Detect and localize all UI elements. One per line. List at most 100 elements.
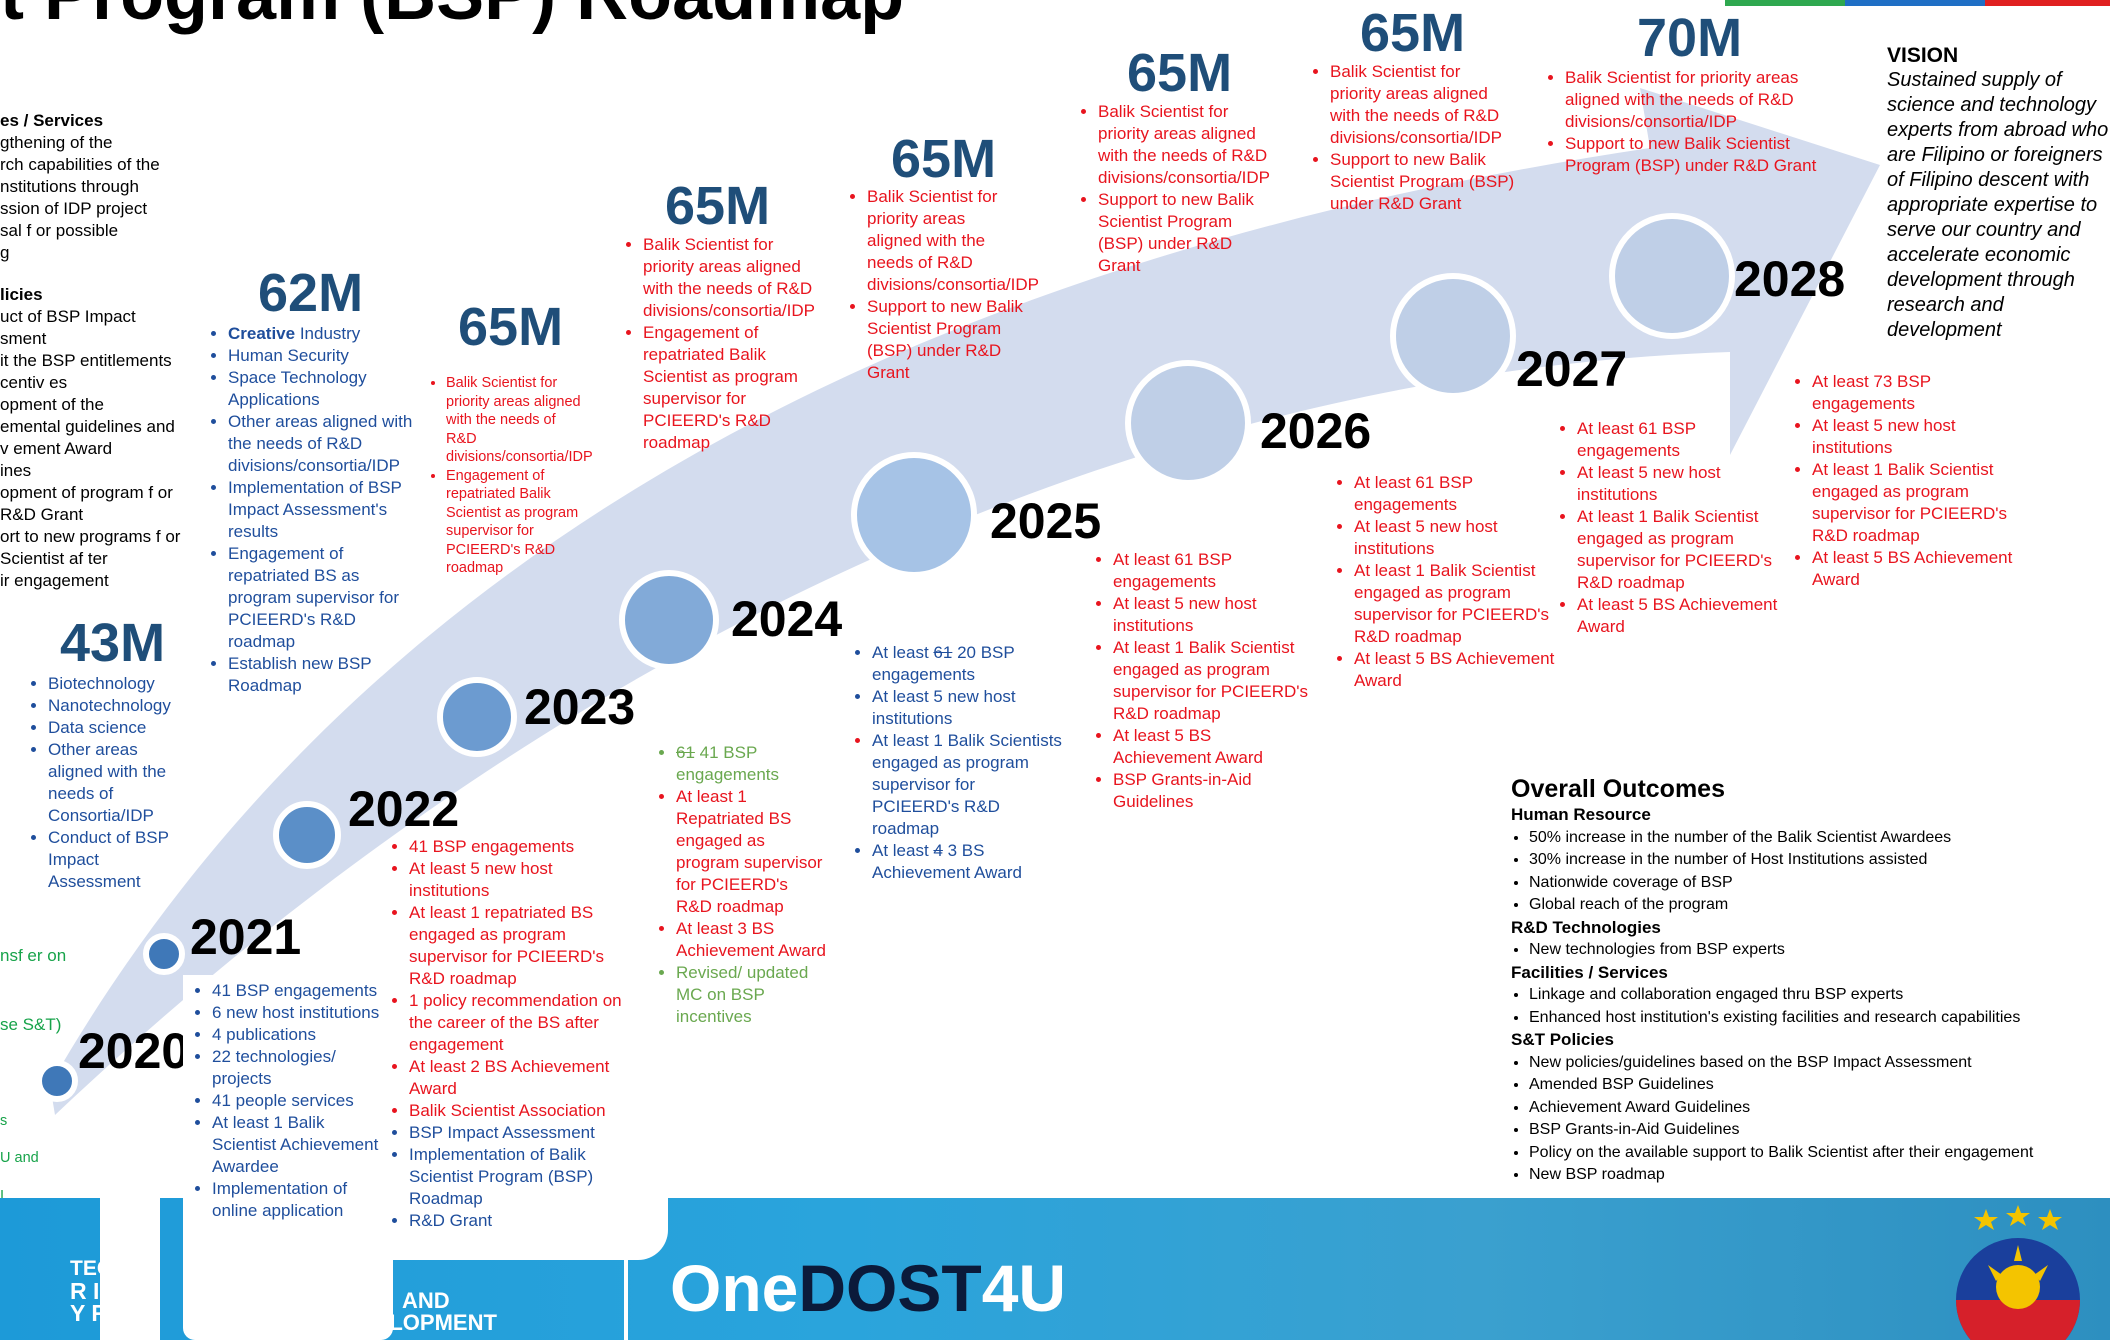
left-green-line: se S&T) (0, 1015, 62, 1034)
area-item: Establish new BSP Roadmap (228, 653, 414, 697)
left-green-line: I, (0, 1188, 9, 1204)
targets-2026: At least 61 BSP engagements At least 5 n… (1330, 472, 1560, 692)
targets-2027: At least 61 BSP engagements At least 5 n… (1553, 418, 1783, 638)
target-item: At least 1 Balik Scientist engaged as pr… (1354, 560, 1560, 648)
left-policies-lines: uct of BSP Impact sment it the BSP entit… (0, 306, 195, 592)
milestone-circle-2026 (1125, 360, 1251, 486)
area-item: Support to new Balik Scientist Program (… (1330, 149, 1516, 215)
target-item: BSP Impact Assessment (409, 1122, 635, 1144)
area-item-bold: Creative (228, 324, 296, 343)
left-green-line: s (0, 1113, 8, 1129)
outcome-item: New policies/guidelines based on the BSP… (1529, 1052, 2110, 1075)
left-green-line: U and (0, 1150, 39, 1166)
outcomes-heading: Overall Outcomes (1511, 775, 1725, 803)
target-item: Balik Scientist Association (409, 1100, 635, 1122)
budget-2021: 43M (60, 613, 166, 673)
target-item: 4 publications (212, 1024, 388, 1046)
targets-2023: 61 41 BSP engagements At least 1 Repatri… (652, 742, 827, 1028)
milestone-circle-2027 (1390, 273, 1516, 399)
budget-2026: 65M (1127, 43, 1233, 103)
target-text: At least (872, 643, 934, 662)
target-item: At least 1 repatriated BS engaged as pro… (409, 902, 635, 990)
area-item: Engagement of repatriated Balik Scientis… (446, 467, 587, 578)
struck-value: 61 (676, 743, 695, 762)
target-text: At least 1 Balik Scientists engaged as p… (872, 731, 1062, 838)
areas-2025: Balik Scientist for priority areas align… (843, 186, 1039, 384)
left-facilities-lines: gthening of the rch capabilities of the … (0, 132, 195, 264)
year-label-2025: 2025 (990, 493, 1102, 549)
target-item: At least 5 new host institutions (1354, 516, 1560, 560)
left-line: sal f or possible (0, 221, 119, 240)
target-text: 41 BSP engagements (676, 743, 780, 784)
target-item: At least 5 new host institutions (409, 858, 635, 902)
area-item: Space Technology Applications (228, 367, 414, 411)
outcome-item: Amended BSP Guidelines (1529, 1074, 2110, 1097)
target-item: At least 4 3 BS Achievement Award (872, 840, 1063, 884)
target-item: 41 people services (212, 1090, 388, 1112)
target-item: 41 BSP engagements (212, 980, 388, 1002)
targets-2025: At least 61 BSP engagements At least 5 n… (1089, 549, 1309, 813)
target-item: R&D Grant (409, 1210, 635, 1232)
milestone-circle-2022 (273, 801, 341, 869)
left-line: emental guidelines and (0, 417, 175, 436)
target-item: 1 policy recommendation on the career of… (409, 990, 635, 1056)
target-item: At least 5 new host institutions (872, 686, 1063, 730)
target-item: 61 41 BSP engagements (676, 742, 827, 786)
areas-2027: Balik Scientist for priority areas align… (1306, 61, 1516, 215)
outcome-group-title: R&D Technologies (1511, 917, 1661, 937)
milestone-circle-2028 (1609, 213, 1735, 339)
footer-mid-line: VELOPMENT (360, 1310, 497, 1335)
left-green-line: nsf er on (0, 946, 67, 965)
targets-2028: At least 73 BSP engagements At least 5 n… (1788, 371, 2018, 591)
budget-2022: 62M (258, 263, 364, 323)
targets-2021: 41 BSP engagements 6 new host institutio… (188, 980, 388, 1222)
milestone-circle-2025 (851, 452, 977, 578)
outcome-item: Nationwide coverage of BSP (1529, 872, 2110, 895)
target-item: At least 1 Balik Scientist engaged as pr… (1812, 459, 2018, 547)
targets-2022-panel (393, 1050, 668, 1260)
panel-gap (100, 1195, 160, 1340)
area-item: Balik Scientist for priority areas align… (1098, 101, 1274, 189)
budget-2027: 65M (1360, 3, 1466, 63)
footer-mid-line: AND (402, 1288, 450, 1313)
areas-2022: Creative Industry Human Security Space T… (204, 323, 414, 697)
area-item: Support to new Balik Scientist Program (… (1565, 133, 1831, 177)
left-line: opment of program f or (0, 483, 173, 502)
target-item: At least 1 Balik Scientists engaged as p… (872, 730, 1063, 840)
target-item: At least 5 new host institutions (1812, 415, 2018, 459)
struck-value: 4 (933, 841, 943, 860)
target-item: BSP Grants-in-Aid Guidelines (1113, 769, 1309, 813)
target-item: Revised/ updated MC on BSP incentives (676, 962, 827, 1028)
left-line: uct of BSP Impact (0, 307, 136, 326)
target-item: At least 61 BSP engagements (1354, 472, 1560, 516)
area-item: Support to new Balik Scientist Program (… (867, 296, 1023, 384)
left-line: sment (0, 329, 47, 348)
area-item: Balik Scientist for priority areas align… (1330, 61, 1516, 149)
target-item: 41 BSP engagements (409, 836, 635, 858)
philippine-sun-logo (1956, 1205, 2080, 1340)
target-text: 20 BSP engagements (872, 643, 1015, 684)
area-item: Biotechnology (48, 673, 189, 695)
left-line: rch capabilities of the (0, 155, 160, 174)
outcome-group-title: S&T Policies (1511, 1030, 1614, 1049)
outcome-group-title: Facilities / Services (1511, 962, 1668, 982)
area-item: Engagement of repatriated Balik Scientis… (643, 322, 814, 454)
target-item: At least 3 BS Achievement Award (676, 918, 827, 962)
left-line: opment of the (0, 395, 104, 414)
year-label-2021: 2021 (190, 909, 302, 965)
footer-mid-text: AND VELOPMENT (360, 1290, 497, 1334)
areas-2026: Balik Scientist for priority areas align… (1074, 101, 1274, 277)
targets-2021-panel (183, 975, 393, 1340)
budget-2023: 65M (458, 297, 564, 357)
outcome-item: Policy on the available support to Balik… (1529, 1142, 2110, 1165)
outcome-group-title: Human Resource (1511, 805, 1651, 824)
budget-2025: 65M (891, 129, 997, 189)
area-item: Implementation of BSP Impact Assessment'… (228, 477, 414, 543)
brand-4u: 4U (981, 1251, 1067, 1325)
left-line: ines (0, 461, 32, 480)
left-line: ssion of IDP project (0, 199, 148, 218)
brand-dost: DOST (798, 1251, 982, 1325)
area-item: Data science (48, 717, 189, 739)
outcome-item: 50% increase in the number of the Balik … (1529, 827, 2110, 850)
outcome-item: BSP Grants-in-Aid Guidelines (1529, 1119, 2110, 1142)
